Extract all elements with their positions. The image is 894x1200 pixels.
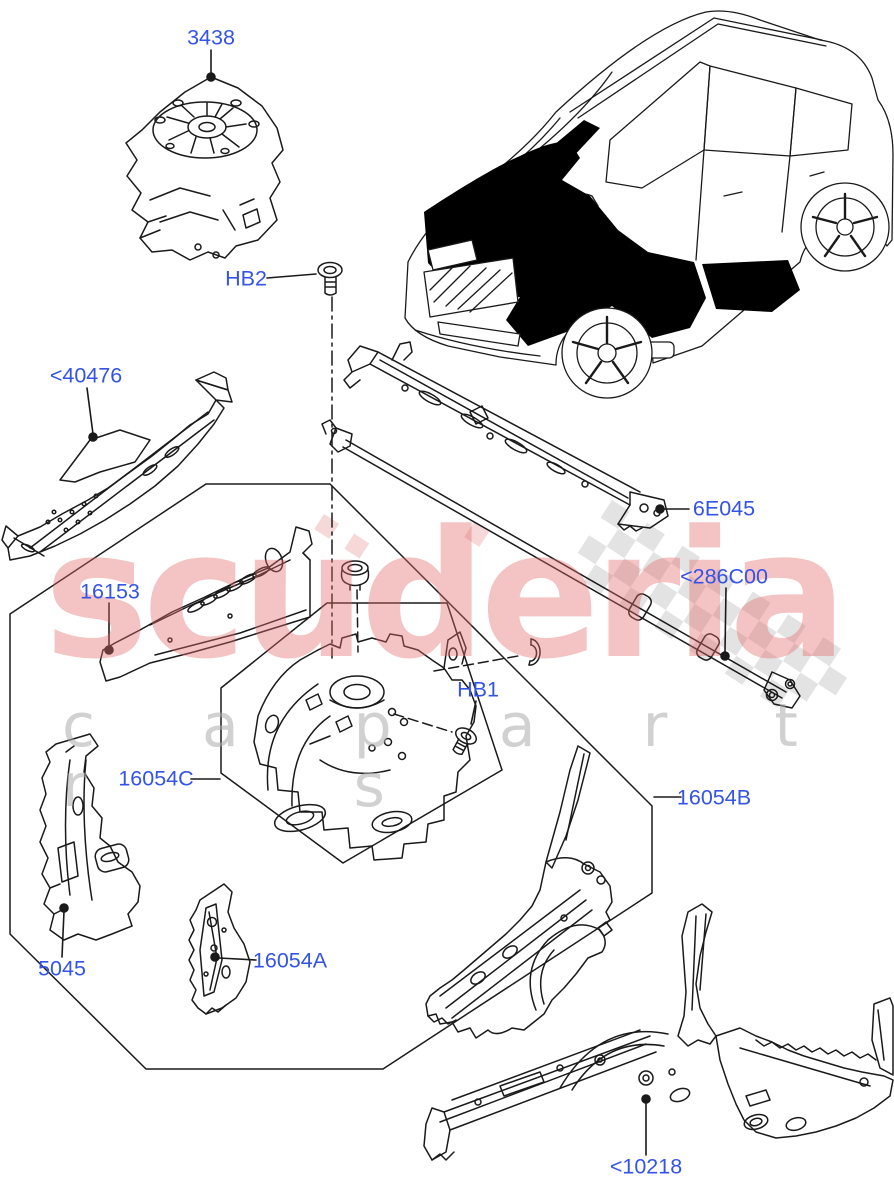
callout-286c00[interactable]: <286C00 <box>680 564 768 589</box>
callout-hb2[interactable]: HB2 <box>225 266 267 291</box>
callout-6e045[interactable]: 6E045 <box>692 496 756 521</box>
callout-16153[interactable]: 16153 <box>80 579 140 604</box>
part-6e045-drawing <box>343 341 669 532</box>
callout-5045[interactable]: 5045 <box>38 956 86 981</box>
part-40476-drawing <box>1 371 233 561</box>
callout-40476[interactable]: <40476 <box>49 363 123 388</box>
part-10218-drawing <box>423 903 894 1161</box>
part-16153-drawing <box>99 526 313 682</box>
assembly-outer-box <box>9 483 653 1070</box>
assembly-inner-box <box>220 602 503 864</box>
grommet-drawing <box>340 560 370 591</box>
callout-10218[interactable]: <10218 <box>609 1154 683 1179</box>
callout-16054b[interactable]: 16054B <box>676 785 752 810</box>
hb2-bolt-drawing <box>317 261 343 296</box>
locator-car <box>404 10 894 399</box>
cowl-side-panel-drawing <box>425 745 613 1039</box>
callout-leader-lines <box>59 49 730 1156</box>
part-5045-drawing <box>39 733 141 941</box>
part-16054c-drawing <box>253 631 477 861</box>
callout-16054c[interactable]: 16054C <box>118 766 194 791</box>
spring-washer-drawing <box>528 638 541 666</box>
callout-3438[interactable]: 3438 <box>187 25 235 50</box>
hb1-bolt-drawing <box>452 727 478 755</box>
part-16054a-drawing <box>188 883 251 1015</box>
callout-hb1[interactable]: HB1 <box>457 677 499 702</box>
callout-16054a[interactable]: 16054A <box>252 948 328 973</box>
checker-pink-bits <box>314 514 490 559</box>
checker-ribbon <box>577 499 848 708</box>
part-286c00-drawing <box>321 419 801 709</box>
part-3438-drawing <box>125 76 284 261</box>
